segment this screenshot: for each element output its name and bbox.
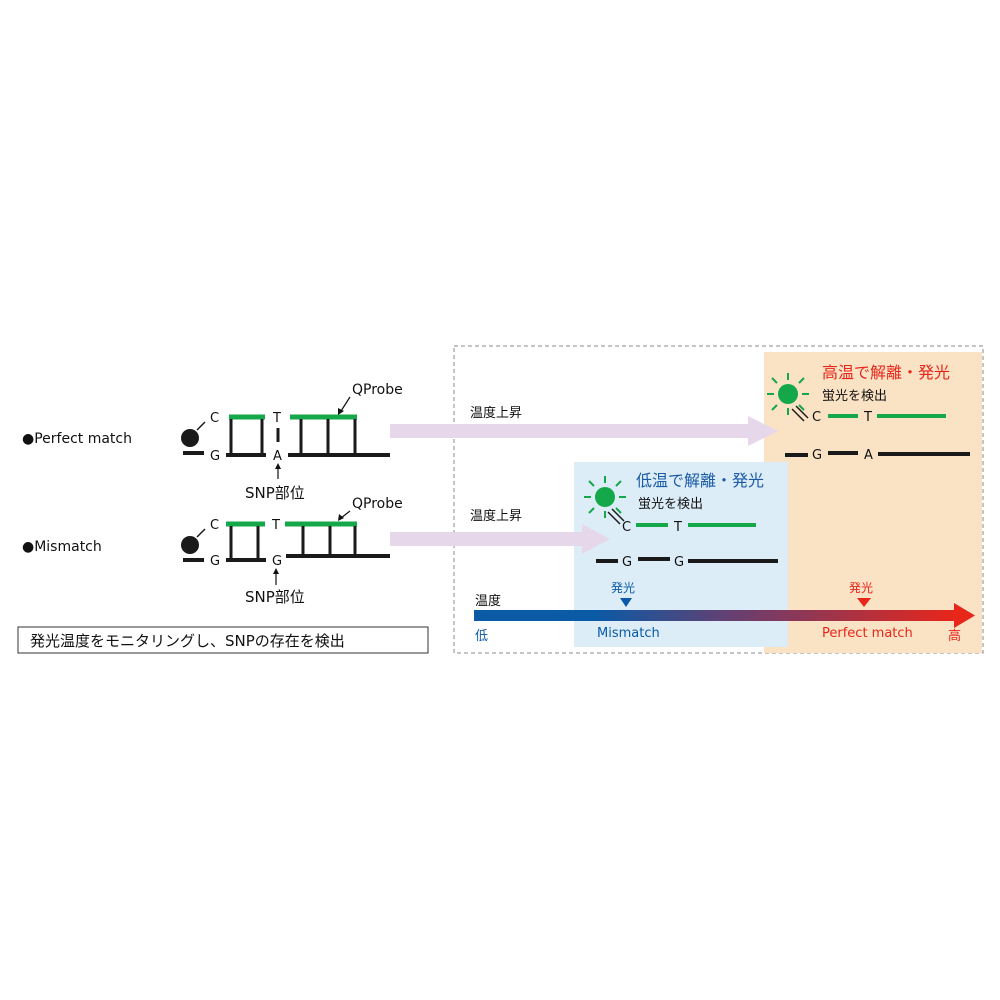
caption-box <box>17 626 429 654</box>
mismatch-base-c: C <box>210 518 219 533</box>
perfect-match-label: ●Perfect match <box>22 431 132 447</box>
upper-arrow-label: 温度上昇 <box>470 405 522 421</box>
perfect-rungs <box>229 419 357 453</box>
perfect-snp-arrowhead <box>275 463 281 469</box>
low-base-g: G <box>622 555 632 570</box>
lower-arrow-label: 温度上昇 <box>470 508 522 524</box>
low-base-c: C <box>622 520 631 535</box>
perfect-emission-marker <box>857 598 871 607</box>
perfect-qprobe-arrowhead <box>338 408 344 415</box>
mismatch-base-g2: G <box>272 554 282 569</box>
mismatch-qprobe-label: QProbe <box>352 496 403 512</box>
temp-axis-low: 低 <box>475 629 488 644</box>
perfect-base-c: C <box>210 411 219 426</box>
perfect-quencher-dot <box>181 429 199 447</box>
mismatch-emission-marker <box>620 598 632 607</box>
high-panel-title: 高温で解離・発光 <box>822 363 950 382</box>
temp-axis-high: 高 <box>948 628 961 644</box>
mismatch-base-t: T <box>271 518 280 533</box>
mismatch-quencher-dot <box>181 536 199 554</box>
high-base-a: A <box>864 448 873 463</box>
perfect-base-g: G <box>210 449 220 464</box>
perfect-snp-label: SNP部位 <box>245 484 305 502</box>
perfect-emission-label: 発光 <box>849 581 873 595</box>
low-panel-subtitle: 蛍光を検出 <box>638 497 703 512</box>
mismatch-snp-label: SNP部位 <box>245 588 305 606</box>
perfect-base-t: T <box>272 411 281 426</box>
high-fluorescence-burst-icon <box>767 373 809 422</box>
high-base-t: T <box>863 410 872 425</box>
high-base-c: C <box>812 410 821 425</box>
perfect-qprobe-label: QProbe <box>352 382 403 398</box>
mismatch-rungs <box>229 526 357 558</box>
mismatch-axis-label: Mismatch <box>597 626 660 641</box>
mismatch-quencher-link <box>196 528 206 538</box>
perfect-base-a: A <box>273 449 282 464</box>
temperature-gradient-arrow <box>474 603 975 628</box>
high-base-g: G <box>812 448 822 463</box>
mismatch-label: ●Mismatch <box>22 539 102 555</box>
caption-text: 発光温度をモニタリングし、SNPの存在を検出 <box>30 632 345 650</box>
mismatch-snp-arrowhead <box>273 568 279 574</box>
temp-axis-title: 温度 <box>475 593 501 609</box>
upper-temp-arrow <box>390 416 778 446</box>
low-panel-title: 低温で解離・発光 <box>636 471 764 490</box>
low-base-g2: G <box>674 555 684 570</box>
right-frame <box>453 345 984 654</box>
mismatch-qprobe-arrowhead <box>338 514 344 521</box>
perfect-qprobe-pointer <box>340 396 351 412</box>
mismatch-base-g: G <box>210 554 220 569</box>
high-panel-subtitle: 蛍光を検出 <box>822 389 887 404</box>
lower-temp-arrow <box>390 524 610 554</box>
high-temp-panel <box>764 352 982 653</box>
perfect-quencher-link <box>196 421 206 431</box>
low-fluorescence-burst-icon <box>584 476 626 525</box>
mismatch-emission-label: 発光 <box>611 581 635 595</box>
low-base-t: T <box>673 520 682 535</box>
perfect-axis-label: Perfect match <box>822 626 913 641</box>
